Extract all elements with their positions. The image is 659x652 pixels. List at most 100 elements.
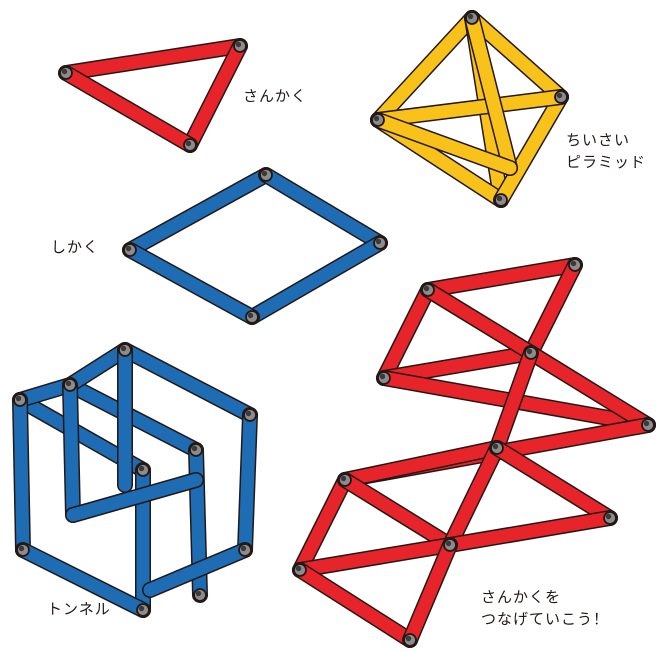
joint — [60, 67, 72, 79]
rod — [70, 385, 73, 515]
rod-body — [73, 480, 196, 515]
joint-hole — [248, 313, 253, 318]
joint — [404, 634, 416, 646]
rod-body — [300, 570, 410, 640]
small-pyramid-model — [372, 12, 567, 206]
triangle-model — [60, 40, 246, 151]
rod-body — [70, 385, 73, 515]
rod — [125, 350, 250, 415]
joint — [555, 91, 567, 103]
joint-hole — [262, 171, 267, 176]
rod — [345, 480, 450, 545]
joint-hole — [296, 566, 301, 571]
rod-body — [20, 400, 23, 550]
pyramid-label-line1: ちいさい — [566, 129, 646, 151]
joint — [339, 474, 351, 486]
rod-body — [410, 545, 450, 640]
joint — [372, 114, 384, 126]
rod-body — [497, 448, 610, 518]
rod-body — [345, 480, 450, 545]
rod-body — [252, 243, 380, 317]
joint-hole — [468, 14, 473, 19]
joint — [378, 372, 390, 384]
joint-hole — [606, 514, 611, 519]
joint-hole — [16, 396, 21, 401]
rod-body — [266, 175, 380, 243]
joint-hole — [121, 346, 126, 351]
joint — [422, 284, 434, 296]
joint — [239, 544, 251, 556]
rod-body — [428, 265, 575, 290]
rod — [130, 250, 252, 317]
rod — [130, 175, 266, 250]
joint — [604, 512, 616, 524]
rod — [450, 518, 610, 545]
pyramid-label: ちいさい ピラミッド — [566, 129, 646, 173]
rod — [300, 570, 410, 640]
joint — [466, 12, 478, 24]
rod-body — [66, 73, 190, 145]
joint-hole — [196, 591, 201, 596]
joint — [642, 419, 654, 431]
joint-hole — [446, 541, 451, 546]
joint-hole — [62, 69, 67, 74]
joint — [64, 379, 76, 391]
joint — [184, 139, 196, 151]
rod — [66, 73, 190, 145]
rod-body — [300, 545, 450, 570]
joint-hole — [341, 476, 346, 481]
tunnel-model — [14, 344, 256, 616]
rod — [497, 448, 610, 518]
joint-hole — [246, 411, 251, 416]
rod — [190, 46, 240, 145]
joint-hole — [241, 546, 246, 551]
joint-hole — [497, 196, 502, 201]
rod — [266, 175, 380, 243]
joint — [495, 194, 507, 206]
joint-hole — [644, 421, 649, 426]
rod — [73, 480, 196, 515]
joint-hole — [493, 444, 498, 449]
joint-hole — [527, 349, 532, 354]
joint-hole — [557, 93, 562, 98]
joint-hole — [374, 116, 379, 121]
rod — [428, 265, 575, 290]
square-model — [124, 169, 386, 323]
joint — [234, 40, 246, 52]
joint — [260, 169, 272, 181]
joint — [119, 344, 131, 356]
joint — [124, 244, 136, 256]
rod — [70, 350, 125, 385]
joint-hole — [126, 246, 131, 251]
triangle-label: さんかく — [243, 85, 307, 107]
rod-body — [245, 415, 250, 550]
joint-hole — [406, 636, 411, 641]
joint — [294, 564, 306, 576]
joint-hole — [571, 261, 576, 266]
rod — [410, 545, 450, 640]
rod-body — [428, 290, 531, 353]
joint — [569, 259, 581, 271]
rod-body — [130, 250, 252, 317]
connect-label-line2: つなげていこう！ — [481, 608, 609, 630]
joint — [137, 604, 149, 616]
joint-hole — [139, 466, 144, 471]
rod-body — [70, 350, 125, 385]
joint — [137, 464, 149, 476]
joint — [14, 394, 26, 406]
joint-hole — [236, 42, 241, 47]
joint — [444, 539, 456, 551]
rod — [245, 415, 250, 550]
joint — [525, 347, 537, 359]
connect-label: さんかくを つなげていこう！ — [481, 586, 609, 630]
joint — [491, 442, 503, 454]
connect-label-line1: さんかくを — [481, 586, 609, 608]
rod-body — [190, 46, 240, 145]
joint — [194, 589, 206, 601]
pyramid-label-line2: ピラミッド — [566, 151, 646, 173]
joint-hole — [376, 239, 381, 244]
tunnel-label: トンネル — [47, 598, 111, 620]
rod — [20, 400, 23, 550]
rod-body — [125, 350, 250, 415]
